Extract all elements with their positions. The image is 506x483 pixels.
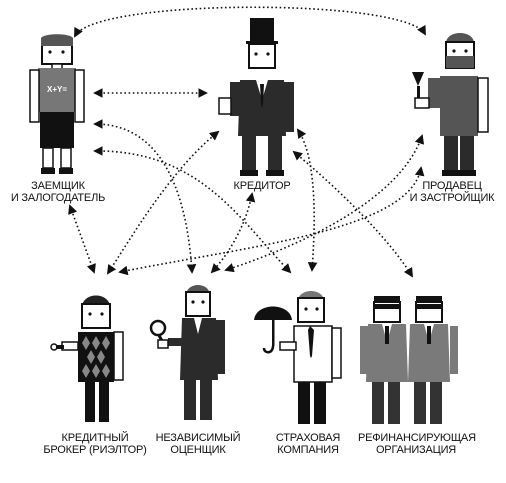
label-seller-line1: ПРОДАВЕЦ xyxy=(422,180,482,192)
link-borrower-insurer xyxy=(93,146,292,274)
label-insurer: СТРАХОВАЯ КОМПАНИЯ xyxy=(262,432,354,456)
person-umbrella-icon xyxy=(254,291,342,424)
person-top-hat-icon xyxy=(218,18,294,176)
person-keys-icon xyxy=(50,295,124,422)
label-refinancer: РЕФИНАНСИРУЮЩАЯ ОРГАНИЗАЦИЯ xyxy=(358,432,476,456)
person-trowel-icon xyxy=(412,33,489,176)
label-broker-line2: БРОКЕР (РИЭЛТОР) xyxy=(43,444,147,456)
label-appraiser-line2: ОЦЕНЩИК xyxy=(170,444,226,456)
borrower-shirt-text: X+Y= xyxy=(47,85,67,94)
label-refinancer-line1: РЕФИНАНСИРУЮЩАЯ xyxy=(358,432,476,444)
label-insurer-line1: СТРАХОВАЯ xyxy=(275,432,341,444)
label-broker: КРЕДИТНЫЙ БРОКЕР (РИЭЛТОР) xyxy=(40,432,150,456)
link-lender-appraiser xyxy=(210,192,256,274)
two-persons-icon xyxy=(360,296,458,424)
person-magnifier-icon xyxy=(149,285,225,420)
label-refinancer-line2: ОРГАНИЗАЦИЯ xyxy=(375,444,457,456)
label-lender-line1: КРЕДИТОР xyxy=(233,180,291,192)
label-borrower-line2: И ЗАЛОГОДАТЕЛЬ xyxy=(10,192,106,204)
link-borrower-broker xyxy=(68,204,96,274)
label-borrower-line1: ЗАЕМЩИК xyxy=(31,180,85,192)
label-insurer-line2: КОМПАНИЯ xyxy=(277,444,339,456)
label-lender: КРЕДИТОР xyxy=(212,180,312,192)
label-borrower: ЗАЕМЩИК И ЗАЛОГОДАТЕЛЬ xyxy=(8,180,108,204)
person-tshirt-icon: X+Y= xyxy=(29,34,85,174)
label-appraiser-line1: НЕЗАВИСИМЫЙ xyxy=(155,432,241,444)
link-borrower-appraiser xyxy=(93,119,197,274)
link-borrower-seller xyxy=(74,6,426,38)
label-seller: ПРОДАВЕЦ И ЗАСТРОЙЩИК xyxy=(400,180,504,204)
link-seller-appraiser xyxy=(224,134,425,273)
link-seller-broker xyxy=(118,166,425,276)
label-seller-line2: И ЗАСТРОЙЩИК xyxy=(409,192,495,204)
label-broker-line1: КРЕДИТНЫЙ xyxy=(61,432,129,444)
label-appraiser: НЕЗАВИСИМЫЙ ОЦЕНЩИК xyxy=(148,432,248,456)
link-lender-insurer xyxy=(296,128,318,272)
connections xyxy=(68,6,426,278)
